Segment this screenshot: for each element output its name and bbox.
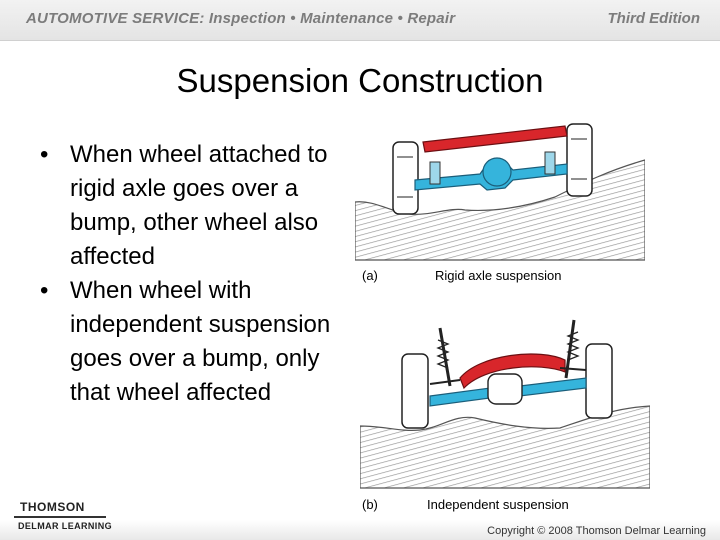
copyright-notice: Copyright © 2008 Thomson Delmar Learning <box>487 525 706 537</box>
bullet-item: When wheel attached to rigid axle goes o… <box>38 138 338 274</box>
ground-terrain <box>360 405 650 489</box>
rigid-axle-illustration <box>355 123 645 261</box>
edition-label: Third Edition <box>607 10 700 27</box>
independent-suspension-illustration <box>360 319 650 489</box>
differential <box>482 157 512 187</box>
logo-divider <box>14 516 106 518</box>
logo-wordmark-top: THOMSON <box>20 500 85 514</box>
bullet-item: When wheel with independent suspension g… <box>38 274 338 410</box>
left-wheel <box>401 353 429 429</box>
left-wheel <box>392 141 419 215</box>
slide-title: Suspension Construction <box>176 62 544 99</box>
publisher-logo: THOMSON DELMAR LEARNING <box>12 498 112 536</box>
footer-band: Copyright © 2008 Thomson Delmar Learning <box>0 520 720 540</box>
bullet-list: When wheel attached to rigid axle goes o… <box>38 138 338 410</box>
figure-a-caption: Rigid axle suspension <box>435 268 562 283</box>
crossmember <box>459 353 566 390</box>
right-wheel <box>585 343 613 419</box>
right-wheel <box>566 123 593 197</box>
figure-b-letter: (b) <box>362 497 378 512</box>
header-band: AUTOMOTIVE SERVICE: Inspection • Mainten… <box>0 0 720 41</box>
frame-rail <box>422 125 568 153</box>
logo-wordmark-bottom: DELMAR LEARNING <box>18 521 112 531</box>
figure-b-caption: Independent suspension <box>427 497 569 512</box>
book-title: AUTOMOTIVE SERVICE: Inspection • Mainten… <box>26 10 456 27</box>
figure-a-letter: (a) <box>362 268 378 283</box>
differential <box>487 373 523 405</box>
